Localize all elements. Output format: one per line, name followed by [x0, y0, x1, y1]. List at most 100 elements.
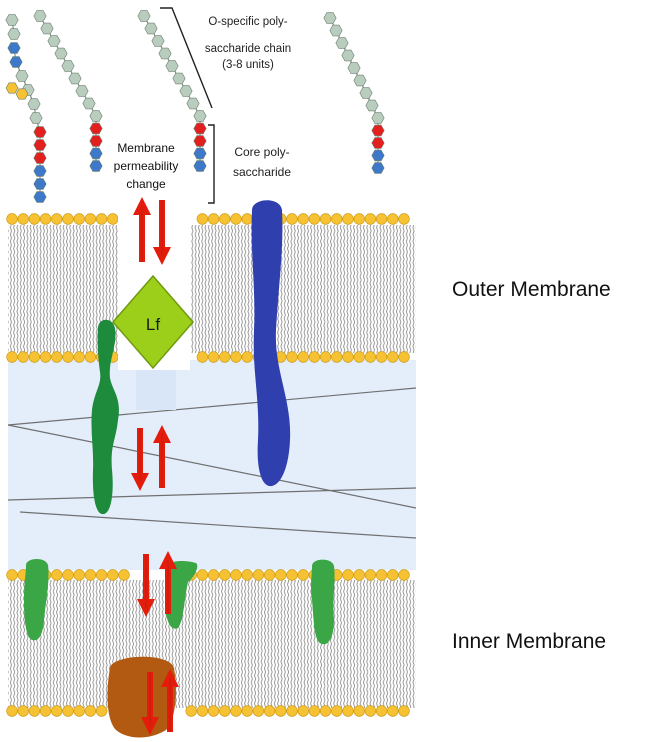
sugar-unit — [353, 74, 367, 87]
sugar-unit — [33, 165, 47, 177]
sugar-unit — [359, 87, 373, 99]
lipid-head — [207, 569, 220, 581]
lipid-head — [196, 213, 209, 225]
sugar-unit — [329, 24, 343, 37]
sugar-unit — [158, 47, 172, 60]
o-chain-label-line3: (3-8 units) — [222, 59, 274, 71]
lipid-head — [39, 351, 52, 363]
lipid-head — [39, 705, 52, 717]
sugar-unit — [371, 149, 385, 162]
lipid-head — [398, 705, 410, 717]
sugar-unit — [193, 135, 207, 147]
lipid-head — [84, 351, 97, 363]
sugar-unit — [193, 110, 207, 122]
lipid-head — [331, 351, 343, 363]
lipid-head — [95, 705, 108, 717]
sugar-unit — [40, 22, 54, 35]
lipid-head — [73, 569, 85, 581]
permeability-label-line2: permeability — [114, 159, 179, 173]
inner-membrane-top-heads — [6, 569, 410, 581]
lipid-head — [196, 351, 209, 363]
lipid-head — [241, 569, 253, 581]
lipid-head — [308, 213, 321, 225]
lipid-head — [297, 705, 309, 717]
lipid-head — [219, 705, 231, 717]
o-chain-label-line2: saccharide chain — [205, 43, 291, 55]
lipid-head — [342, 705, 354, 717]
o-chain-brace — [160, 7, 213, 109]
lipid-head — [6, 569, 18, 581]
sugar-unit — [89, 160, 103, 172]
lipid-head — [353, 351, 365, 363]
lipid-head — [286, 351, 298, 363]
sugar-unit — [179, 85, 193, 97]
sugar-unit — [5, 82, 19, 94]
lipid-head — [28, 705, 41, 717]
sugar-unit — [47, 35, 61, 47]
lipid-head — [185, 705, 197, 717]
sugar-unit — [365, 99, 379, 112]
lipid-head — [364, 213, 377, 225]
lipid-head — [263, 569, 276, 581]
sugar-unit — [151, 35, 165, 47]
lipid-head — [319, 705, 332, 717]
outer-membrane-top-heads — [6, 213, 410, 225]
lipid-head — [353, 569, 365, 581]
sugar-unit — [172, 72, 186, 85]
lipid-head — [230, 351, 242, 363]
lipid-head — [252, 705, 265, 717]
sugar-unit — [33, 191, 47, 203]
lipid-head — [241, 705, 253, 717]
sugar-unit — [33, 178, 47, 190]
sugar-unit — [335, 37, 349, 49]
inner-green-protein-right — [311, 559, 335, 645]
lipid-head — [196, 569, 209, 581]
lipid-head — [219, 351, 231, 363]
sugar-unit — [54, 47, 68, 60]
lipid-head — [331, 213, 343, 225]
permeability-label-line1: Membrane — [117, 141, 175, 155]
lipid-head — [308, 351, 321, 363]
sugar-unit — [61, 60, 75, 72]
lipid-head — [398, 351, 410, 363]
sugar-unit — [29, 112, 43, 124]
sugar-unit — [193, 160, 207, 172]
lipid-head — [230, 213, 242, 225]
inner-green-protein-left — [24, 558, 49, 641]
permeability-label: Membrane permeability change — [114, 141, 179, 191]
lipid-head — [342, 213, 354, 225]
lipid-head — [84, 569, 97, 581]
lipid-head — [286, 213, 298, 225]
lipid-head — [84, 705, 97, 717]
lipid-head — [73, 351, 85, 363]
lipid-head — [241, 351, 253, 363]
outer-membrane-bilayer — [6, 213, 416, 363]
lipid-head — [6, 351, 18, 363]
lipid-head — [6, 705, 18, 717]
inner-green-protein-middle — [165, 560, 198, 629]
lipid-head — [275, 569, 287, 581]
lipid-head — [375, 569, 388, 581]
lipid-head — [230, 569, 242, 581]
lipid-head — [375, 213, 388, 225]
lipid-head — [297, 569, 309, 581]
sugar-unit — [7, 28, 21, 40]
lipid-head — [263, 705, 276, 717]
core-label-line1: Core poly- — [234, 145, 289, 159]
o-chain-label: O-specific poly- saccharide chain (3-8 u… — [205, 16, 291, 71]
sugar-unit — [33, 10, 47, 22]
lipid-head — [62, 569, 74, 581]
lipid-head — [6, 213, 18, 225]
lipid-head — [51, 705, 63, 717]
lipid-head — [398, 569, 410, 581]
lipid-head — [364, 351, 377, 363]
lipid-head — [118, 569, 130, 581]
lipid-head — [387, 569, 399, 581]
lipid-head — [28, 213, 41, 225]
lipid-head — [73, 213, 85, 225]
sugar-unit — [89, 122, 103, 135]
sugar-unit — [144, 22, 158, 35]
lipid-head — [207, 705, 220, 717]
lipid-head — [207, 351, 220, 363]
